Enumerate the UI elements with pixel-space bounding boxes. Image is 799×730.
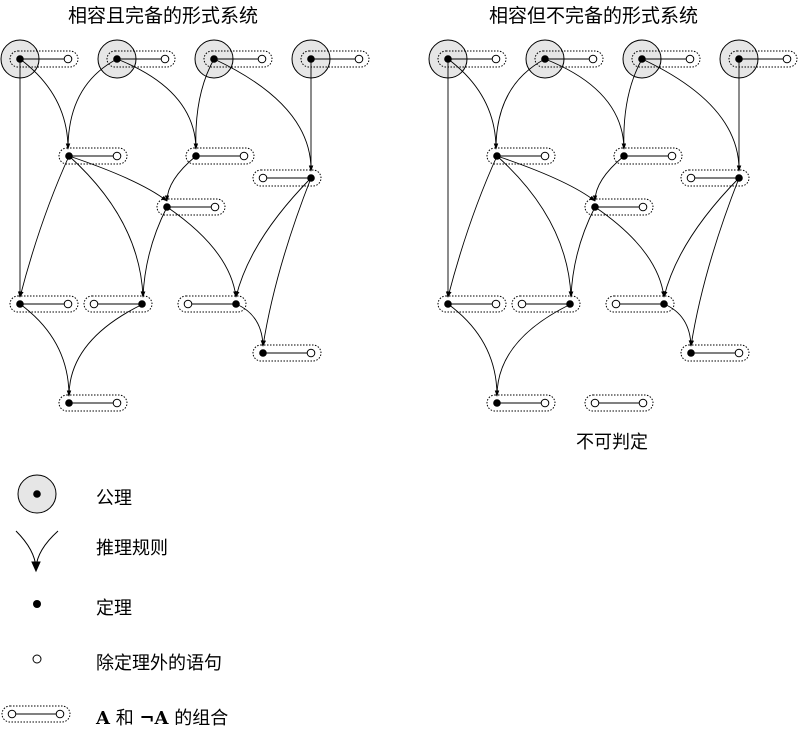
legend-theorem-label: 定理 [96,598,132,619]
right-diagram [428,39,798,412]
axiom-node [0,39,79,79]
inference-edges [445,58,742,397]
axiom-node [525,39,604,79]
axiom-node [97,39,176,79]
legend-pair-a: A [96,708,110,729]
legend-rule-icon [15,530,59,573]
pair-node [83,295,153,313]
pair-node [613,147,683,165]
legend-pair-and: 和 [115,708,134,729]
pair-node [58,394,128,412]
inference-edges [17,58,314,397]
legend-rule-label: 推理规则 [96,538,168,559]
pair-node [252,344,322,362]
legend-pair-icon [1,705,71,723]
axiom-node [719,39,798,79]
pair-node [680,344,750,362]
left-diagram-title: 相容且完备的形式系统 [68,5,259,27]
legend-theorem-icon [33,600,41,608]
pair-node [156,198,226,216]
pair-node [486,394,556,412]
pair-node [177,295,247,313]
axiom-node [622,39,701,79]
axiom-node [194,39,273,79]
pair-node [605,295,675,313]
axiom-node [428,39,507,79]
pair-node [185,147,255,165]
right-diagram-title: 相容但不完备的形式系统 [489,5,699,27]
legend-axiom-icon [17,474,57,514]
undecidable-label: 不可判定 [576,432,648,453]
pair-node [252,169,322,187]
legend-pair-not-a: ¬A [139,708,169,729]
legend-pair-suffix: 的组合 [174,708,229,729]
legend-pair-label: A 和 ¬A 的组合 [96,704,228,730]
legend-non-theorem-icon [32,654,42,664]
axiom-node [291,39,370,79]
undecidable-pair-node [584,394,654,412]
legend-axiom-label: 公理 [96,488,132,509]
pair-node [511,295,581,313]
legend-non-theorem-label: 除定理外的语句 [96,653,222,674]
left-diagram [0,39,370,412]
